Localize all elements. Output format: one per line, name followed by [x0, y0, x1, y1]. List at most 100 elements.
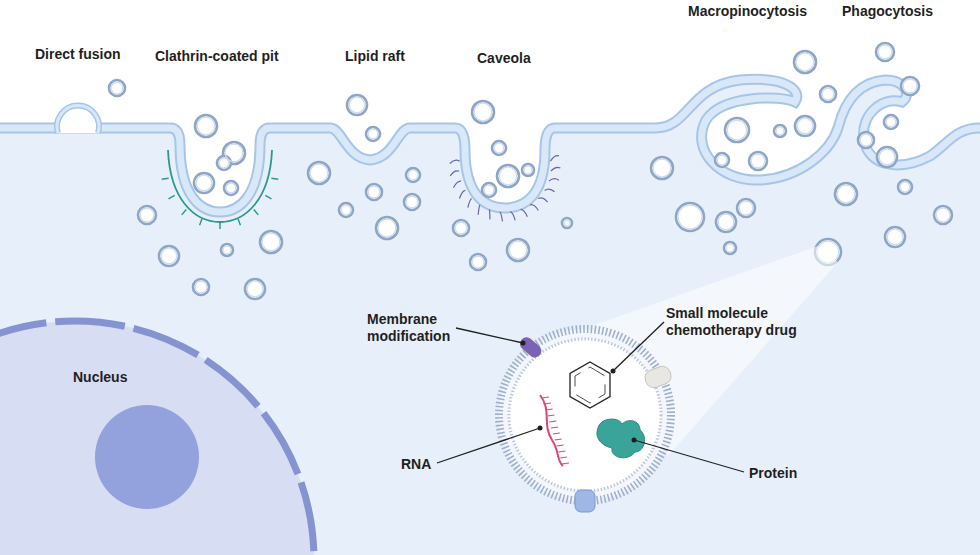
vesicle-inner [726, 244, 734, 252]
vesicle-inner [226, 183, 236, 193]
vesicle [562, 218, 572, 228]
pathway-label: Membrane modification [367, 311, 462, 345]
vesicle [366, 127, 380, 141]
membrane-protein [575, 490, 595, 512]
vesicle-inner [196, 175, 212, 191]
vesicle-inner [822, 88, 834, 100]
vesicle [217, 156, 231, 170]
vesicle-inner [886, 117, 896, 127]
vesicle-inner [472, 256, 484, 268]
vesicle [376, 217, 398, 239]
vesicle [877, 147, 897, 167]
vesicle-inner [509, 241, 527, 259]
vesicle-inner [262, 233, 280, 251]
pathway-label: Clathrin-coated pit [155, 48, 279, 65]
vesicle-inner [111, 82, 123, 94]
vesicle-inner [936, 208, 950, 222]
vesicle-inner [903, 79, 917, 93]
vesicle-inner [161, 248, 177, 264]
vesicle-inner [727, 120, 747, 140]
pathway-label: Lipid raft [345, 48, 405, 65]
vesicle [406, 168, 420, 182]
vesicle-inner [860, 134, 872, 146]
vesicle [245, 279, 265, 299]
cell-membrane [0, 79, 980, 212]
vesicle-inner [247, 281, 263, 297]
vesicle [347, 95, 367, 115]
vesicle [507, 239, 529, 261]
benzene-ring [570, 362, 610, 408]
pathway-label: RNA [401, 456, 431, 473]
vesicle-inner [455, 222, 467, 234]
vesicle-inner [879, 149, 895, 165]
vesicle [260, 231, 282, 253]
vesicle [472, 101, 494, 123]
vesicle-inner [776, 127, 784, 135]
vesicle [676, 203, 704, 231]
vesicle [885, 227, 905, 247]
vesicle [884, 115, 898, 129]
vesicle [749, 152, 767, 170]
vesicle [898, 180, 912, 194]
pathway-label: Phagocytosis [842, 3, 933, 20]
rna-bases [542, 397, 569, 464]
vesicle [737, 199, 755, 217]
membrane-protein [517, 335, 544, 360]
vesicle [482, 183, 496, 197]
vesicle-inner [378, 219, 396, 237]
vesicle [835, 183, 857, 205]
vesicle [366, 184, 382, 200]
vesicle-inner [887, 229, 903, 245]
vesicle-inner [717, 155, 727, 165]
vesicle [453, 220, 469, 236]
vesicle [195, 115, 217, 137]
vesicle-inner [678, 205, 702, 229]
nucleus-label: Nucleus [73, 369, 127, 385]
pathway-label: Macropinocytosis [688, 3, 807, 20]
fusing-vesicle [57, 106, 99, 133]
vesicle-inner [564, 220, 570, 226]
vesicle-inner [524, 166, 532, 174]
vesicle [725, 118, 749, 142]
fusing-vesicle-inner [57, 106, 99, 133]
vesicle-inner [223, 246, 231, 254]
vesicle-inner [484, 185, 494, 195]
vesicle [159, 246, 179, 266]
clathrin-spikes [162, 178, 279, 229]
exosome [499, 329, 673, 512]
cell-membrane-inner [0, 79, 980, 212]
vesicle [715, 153, 729, 167]
vesicle [492, 141, 506, 155]
vesicle-inner [653, 159, 671, 177]
vesicle-inner [837, 185, 855, 203]
vesicle-inner [140, 208, 154, 222]
vesicle [194, 173, 214, 193]
vesicle-inner [796, 53, 814, 71]
vesicle-inner [368, 186, 380, 198]
vesicle [497, 165, 519, 187]
vesicle [934, 206, 952, 224]
pathway-label: Protein [749, 465, 797, 482]
vesicle [774, 125, 786, 137]
vesicle-inner [751, 154, 765, 168]
vesicle [794, 51, 816, 73]
vesicle [109, 80, 125, 96]
vesicle-inner [341, 205, 351, 215]
vesicle [858, 132, 874, 148]
vesicle [876, 43, 894, 61]
clathrin-coat [168, 150, 272, 222]
vesicle [716, 212, 736, 232]
vesicle-inner [310, 164, 328, 182]
caveolin-coat [450, 156, 560, 222]
vesicle-inner [406, 196, 418, 208]
vesicle-inner [718, 214, 734, 230]
vesicle-inner [494, 143, 504, 153]
vesicle [221, 244, 233, 256]
pathway-label: Caveola [477, 50, 531, 67]
protein-blob [597, 419, 645, 458]
vesicle-inner [408, 170, 418, 180]
vesicle-inner [878, 45, 892, 59]
cytoplasm [0, 79, 980, 555]
vesicle-inner [368, 129, 378, 139]
vesicle-inner [474, 103, 492, 121]
